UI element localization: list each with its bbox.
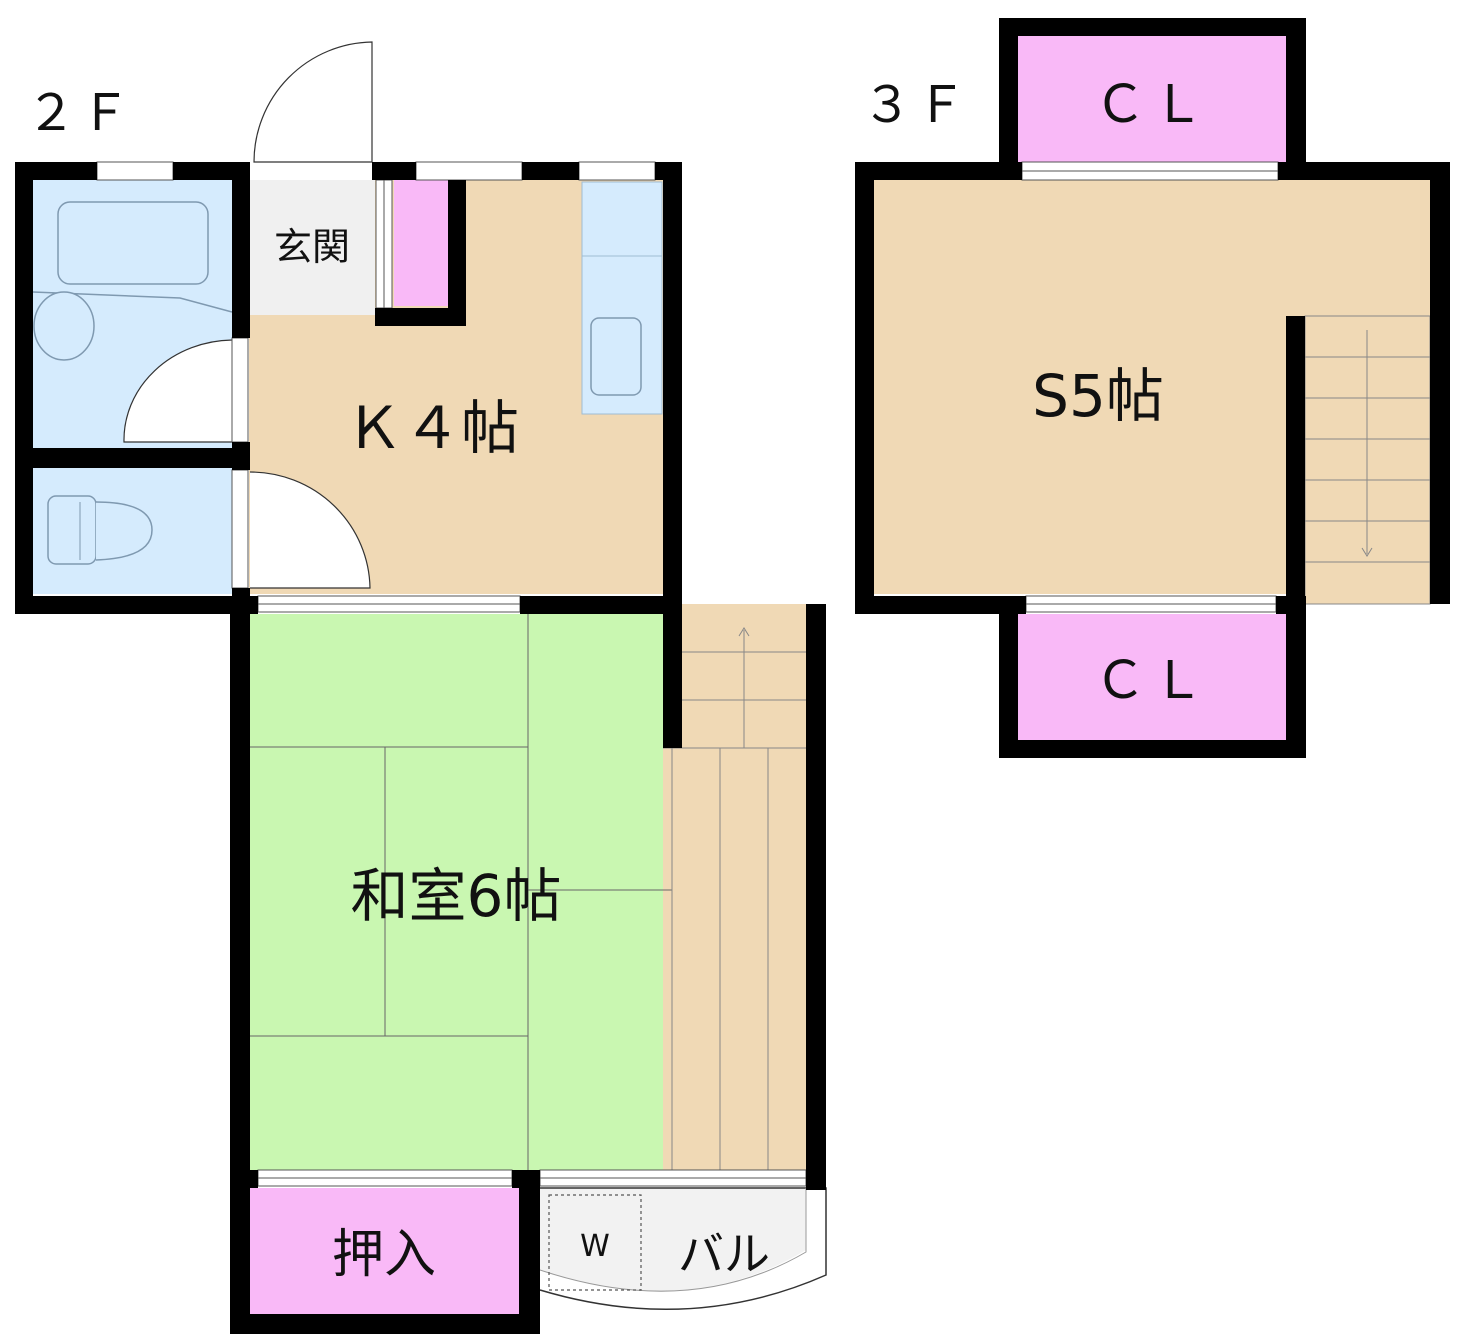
closet-bottom-label: ＣＬ — [1094, 651, 1210, 711]
floor-3f: ３Ｆ ＣＬ S5帖 ＣＬ — [855, 18, 1450, 758]
washer-space — [548, 1194, 642, 1291]
closet-top-label: ＣＬ — [1094, 75, 1210, 135]
balcony-label: バル — [678, 1227, 770, 1281]
oshiire-label: 押入 — [332, 1225, 436, 1285]
washer-label: W — [580, 1229, 610, 1264]
balcony-area — [540, 1188, 806, 1291]
toilet-icon — [47, 495, 153, 565]
kitchen-label: Ｋ４帖 — [345, 394, 519, 462]
bathtub-icon — [57, 201, 209, 285]
washitsu-area — [249, 614, 672, 1170]
washitsu-label: 和室6帖 — [351, 862, 562, 930]
floor-2f: ２Ｆ 玄関 Ｋ４帖 和室6帖 押入 バル W — [15, 41, 827, 1334]
entrance-closet — [394, 180, 448, 306]
floor-3f-label: ３Ｆ — [862, 76, 970, 134]
sink-icon — [590, 317, 642, 396]
oshiire-area — [249, 1188, 519, 1314]
storage-room-label: S5帖 — [1032, 362, 1164, 430]
floor-2f-label: ２Ｆ — [26, 84, 134, 142]
closet-bottom-area — [1018, 614, 1286, 740]
washbasin-icon — [33, 291, 95, 361]
entrance-label: 玄関 — [274, 225, 350, 269]
stairs-2f-area — [663, 604, 806, 1170]
entrance-area — [249, 180, 375, 315]
closet-top-area — [1018, 36, 1286, 162]
